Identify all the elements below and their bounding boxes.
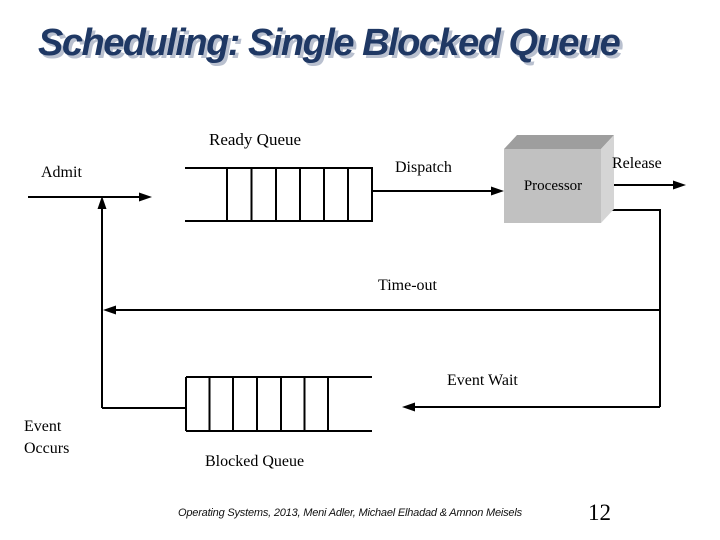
event-wait-label: Event Wait: [447, 372, 518, 389]
dispatch-arrow: [373, 186, 504, 196]
footer-credit: Operating Systems, 2013, Meni Adler, Mic…: [178, 507, 522, 519]
processor-box-side: [601, 135, 614, 223]
release-label: Release: [612, 155, 662, 172]
admit-arrow: [28, 192, 152, 202]
page-title: Scheduling: Single Blocked Queue: [38, 22, 621, 64]
processor-box-top: [504, 135, 614, 149]
processor-label: Processor: [523, 178, 583, 194]
blocked-queue-shape: [185, 376, 372, 432]
timeout-label: Time-out: [378, 277, 437, 294]
page-number: 12: [588, 500, 611, 525]
processor-box: [504, 135, 614, 223]
timeout-arrow: [103, 305, 660, 315]
to-ready-queue-arrow: [97, 196, 107, 408]
event-wait-arrow: [402, 402, 660, 412]
processor-exit-line: [600, 209, 661, 407]
admit-label: Admit: [41, 164, 82, 181]
processor-box-front: [504, 149, 601, 223]
ready-queue-shape: [185, 167, 373, 222]
event-occurs-label: Event Occurs: [24, 418, 70, 457]
dispatch-label: Dispatch: [395, 159, 452, 176]
release-arrow: [606, 180, 686, 190]
blocked-queue-label: Blocked Queue: [205, 453, 305, 470]
ready-queue-label: Ready Queue: [209, 130, 302, 149]
